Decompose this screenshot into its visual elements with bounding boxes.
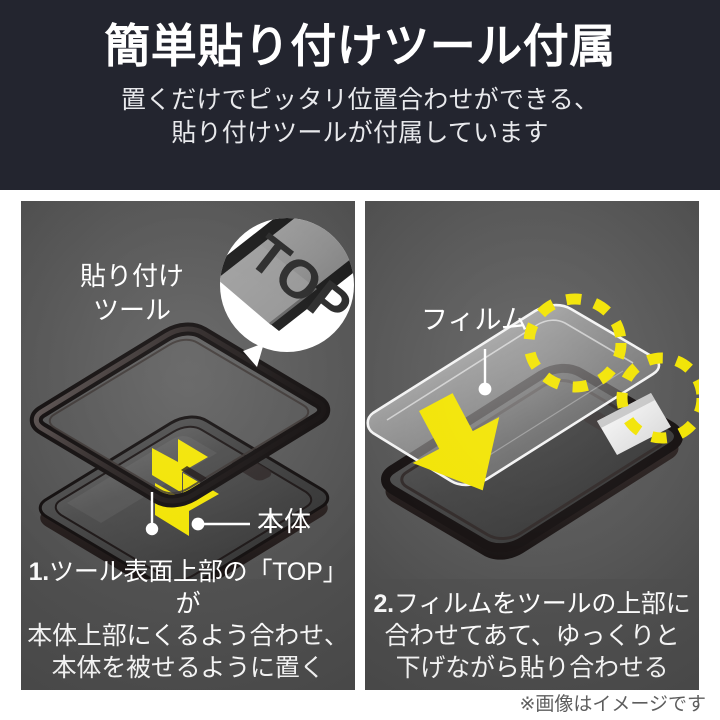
dashed-circle-highlight-icon — [523, 293, 699, 444]
step-1-caption-line-1: 1.ツール表面上部の「TOP」が — [21, 556, 355, 620]
dashed-circle-top-corner — [523, 293, 627, 393]
step-1-caption-line-2: 本体上部にくるよう合わせ、 — [27, 622, 349, 650]
step-2-illustration — [365, 201, 699, 579]
footnote-text: ※画像はイメージです — [519, 694, 706, 715]
step-1-caption-line-3: 本体を被せるように置く — [51, 654, 325, 682]
body-label-leader — [191, 517, 250, 531]
tool-label-leader — [145, 492, 159, 536]
step-2-caption-line-2: 合わせてあて、ゆっくりと — [384, 622, 680, 650]
alignment-tool-illustration — [29, 322, 331, 508]
down-arrow-icon-2 — [412, 393, 500, 491]
step-1-panel: TOP 貼り付け ツール 本体 1.ツール表面上部の「TOP」が 本体上部にくる… — [21, 201, 355, 690]
step-1-number: 1. — [28, 558, 50, 586]
step-2-caption-line-1: 2.フィルムをツールの上部に — [365, 588, 699, 620]
step-1-caption: 1.ツール表面上部の「TOP」が 本体上部にくるよう合わせ、 本体を被せるように… — [21, 556, 355, 684]
step-2-caption-line-3: 下げながら貼り合わせる — [395, 654, 669, 682]
header-banner: 簡単貼り付けツール付属 置くだけでピッタリ位置合わせができる、 貼り付けツールが… — [0, 0, 720, 190]
footnote: ※画像はイメージです — [0, 690, 720, 720]
label-alignment-tool-line-1: 貼り付け — [79, 261, 184, 291]
step-2-panel: フィルム 2.フィルムをツールの上部に 合わせてあて、ゆっくりと 下げながら貼り… — [365, 201, 699, 690]
page-subtitle: 置くだけでピッタリ位置合わせができる、 貼り付けツールが付属しています — [121, 84, 599, 150]
label-alignment-tool: 貼り付け ツール — [57, 259, 207, 327]
steps-container: TOP 貼り付け ツール 本体 1.ツール表面上部の「TOP」が 本体上部にくる… — [0, 190, 720, 690]
step-1-illustration: TOP — [21, 201, 355, 579]
dashed-circle-right-corner — [616, 352, 699, 444]
label-alignment-tool-line-2: ツール — [92, 295, 171, 325]
step-1-caption-text-1: ツール表面上部の「TOP」が — [49, 558, 348, 618]
step-2-caption: 2.フィルムをツールの上部に 合わせてあて、ゆっくりと 下げながら貼り合わせる — [365, 588, 699, 684]
step-2-number: 2. — [373, 590, 394, 618]
speech-bubble-callout-icon: TOP — [220, 218, 354, 367]
page-subtitle-line-2: 貼り付けツールが付属しています — [171, 119, 549, 147]
label-device-body: 本体 — [257, 507, 311, 537]
page-title: 簡単貼り付けツール付属 — [104, 20, 616, 72]
label-film: フィルム — [421, 305, 528, 335]
film-label-leader — [478, 349, 492, 396]
step-2-caption-text-1: フィルムをツールの上部に — [393, 590, 691, 618]
page-subtitle-line-1: 置くだけでピッタリ位置合わせができる、 — [120, 86, 600, 114]
